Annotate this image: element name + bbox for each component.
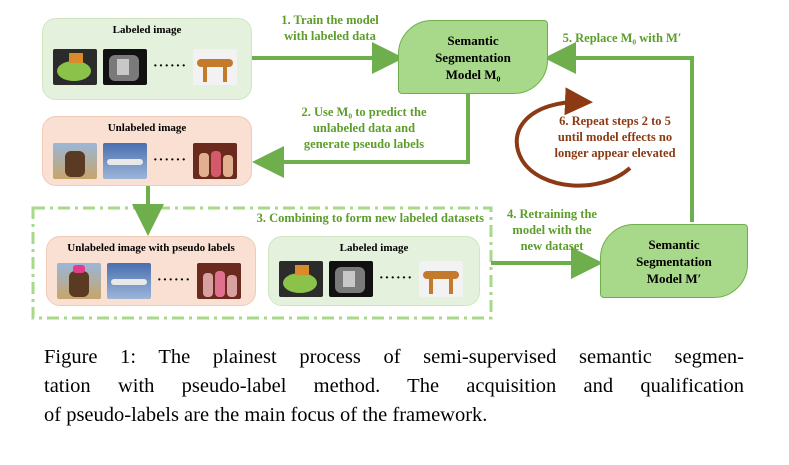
step-text: unlabeled data and <box>312 121 416 135</box>
model-label: Semantic <box>447 32 499 48</box>
labeled-goat-thumbnail <box>279 261 323 297</box>
step-text: 4. Retraining the <box>507 207 597 221</box>
pseudo-horse-thumbnail <box>57 263 101 299</box>
pseudo-airplane-thumbnail <box>107 263 151 299</box>
box-title: Unlabeled image with pseudo labels <box>67 242 235 254</box>
caption-line: tation with pseudo-label method. The acq… <box>44 375 744 397</box>
box-title: Labeled image <box>112 24 182 36</box>
unlabeled-people-thumbnail <box>193 143 238 179</box>
model-label: Model M′ <box>646 270 702 286</box>
labeled-goat-thumbnail <box>53 49 97 85</box>
step-3-label: 3. Combining to form new labeled dataset… <box>214 210 484 226</box>
step-text: 5. Replace M₀ with M′ <box>562 31 682 45</box>
labeled-image-box-bottom: Labeled image ······ <box>268 236 480 306</box>
unlabeled-airplane-thumbnail <box>103 143 147 179</box>
unlabeled-horse-thumbnail <box>53 143 97 179</box>
pseudo-labeled-image-box: Unlabeled image with pseudo labels ·····… <box>46 236 256 306</box>
step-text: new dataset <box>520 239 584 253</box>
step-1-label: 1. Train the model with labeled data <box>262 12 398 44</box>
pipeline-diagram: Labeled image ······ Unlabeled image <box>31 12 748 320</box>
step-text: model with the <box>512 223 592 237</box>
model-label: Segmentation <box>435 49 511 65</box>
step-text: 2. Use M₀ to predict the <box>301 105 427 119</box>
labeled-horse-thumbnail <box>329 261 373 297</box>
step-4-label: 4. Retraining the model with the new dat… <box>490 206 614 254</box>
step-text: 1. Train the model <box>281 13 379 27</box>
unlabeled-image-box: Unlabeled image ······ <box>42 116 252 186</box>
arrow-left-icon <box>252 92 470 178</box>
model-label: Semantic <box>648 236 700 252</box>
ellipsis: ······ <box>157 273 192 288</box>
step-text: longer appear elevated <box>554 146 676 160</box>
labeled-image-box: Labeled image ······ <box>42 18 252 100</box>
arrow-left-icon <box>544 42 694 222</box>
step-text: generate pseudo labels <box>303 137 425 151</box>
step-2-label: 2. Use M₀ to predict the unlabeled data … <box>268 104 460 152</box>
model-m-prime: Semantic Segmentation Model M′ <box>600 224 748 298</box>
step-5-label: 5. Replace M₀ with M′ <box>552 30 692 46</box>
model-label: Model M₀ <box>445 66 501 82</box>
step-text: with labeled data <box>284 29 376 43</box>
flow-arrows <box>132 42 694 279</box>
labeled-table-thumbnail <box>419 261 464 297</box>
figure-caption: Figure 1: The plainest process of semi-s… <box>44 343 744 430</box>
combined-dataset-frame <box>31 206 493 320</box>
pseudo-people-thumbnail <box>197 263 242 299</box>
step-text: until model effects no <box>557 130 673 144</box>
labeled-horse-thumbnail <box>103 49 147 85</box>
caption-line: of pseudo-labels are the main focus of t… <box>44 404 488 426</box>
ellipsis: ······ <box>153 153 188 168</box>
circular-arrow-icon <box>514 87 632 188</box>
step-text: 6. Repeat steps 2 to 5 <box>559 114 671 128</box>
caption-line: Figure 1: The plainest process of semi-s… <box>44 346 744 368</box>
box-title: Labeled image <box>339 242 409 254</box>
model-m0: Semantic Segmentation Model M₀ <box>398 20 548 94</box>
ellipsis: ······ <box>153 59 188 74</box>
step-6-label: 6. Repeat steps 2 to 5 until model effec… <box>530 113 700 161</box>
ellipsis: ······ <box>379 271 414 286</box>
model-label: Segmentation <box>636 253 712 269</box>
box-title: Unlabeled image <box>107 122 187 134</box>
labeled-table-thumbnail <box>193 49 238 85</box>
step-text: 3. Combining to form new labeled dataset… <box>256 211 484 225</box>
